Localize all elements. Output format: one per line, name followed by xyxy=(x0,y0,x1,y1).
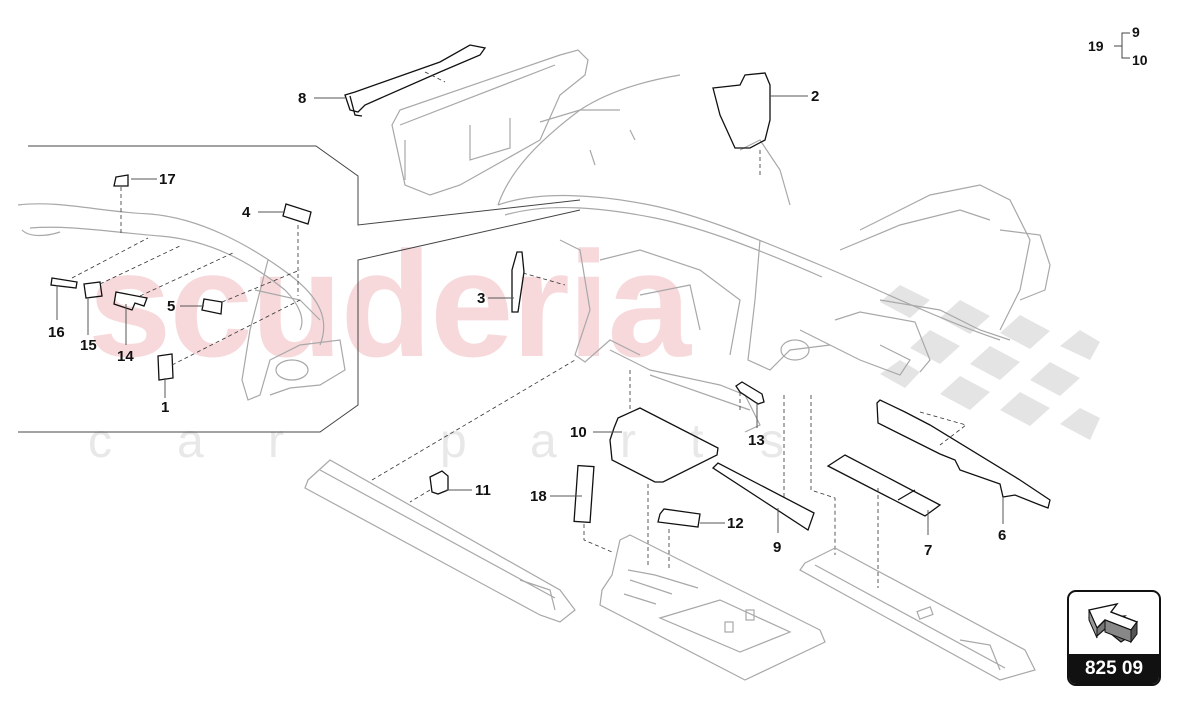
subreference-child[interactable]: 9 xyxy=(1132,24,1140,40)
part-18-strip xyxy=(573,464,595,524)
callout-8[interactable]: 8 xyxy=(298,90,307,107)
diagram-code: 825 09 xyxy=(1069,654,1159,684)
center-floor-panel xyxy=(599,534,826,681)
callout-15[interactable]: 15 xyxy=(80,337,97,354)
callout-3[interactable]: 3 xyxy=(477,290,486,307)
callout-2[interactable]: 2 xyxy=(811,88,820,105)
callout-18[interactable]: 18 xyxy=(530,488,547,505)
callout-16[interactable]: 16 xyxy=(48,324,65,341)
inset-leader-dashes xyxy=(71,187,301,366)
part-9-strip xyxy=(711,462,815,531)
subreference-parent[interactable]: 19 xyxy=(1088,38,1104,54)
callout-1[interactable]: 1 xyxy=(161,399,170,416)
callout-14[interactable]: 14 xyxy=(117,348,134,365)
callout-9[interactable]: 9 xyxy=(773,539,782,556)
detail-inset-frame xyxy=(18,145,581,433)
a-pillar-rail xyxy=(17,203,346,401)
part-11-clip xyxy=(429,470,449,495)
subreference: 19 9 10 xyxy=(1088,24,1158,70)
part-6-strip xyxy=(876,399,1051,509)
callout-12[interactable]: 12 xyxy=(727,515,744,532)
callout-10[interactable]: 10 xyxy=(570,424,587,441)
part-2-pillar-cover xyxy=(712,72,771,149)
main-frame xyxy=(497,74,1051,433)
part-3-bracket xyxy=(511,251,525,313)
diagram-reference-badge[interactable]: 825 09 xyxy=(1067,590,1161,686)
callout-5[interactable]: 5 xyxy=(167,298,176,315)
leader-lines xyxy=(56,95,1004,535)
callout-6[interactable]: 6 xyxy=(998,527,1007,544)
part-12-strip xyxy=(657,508,701,528)
subreference-bracket xyxy=(1114,32,1130,59)
callout-13[interactable]: 13 xyxy=(748,432,765,449)
part-10-panel xyxy=(609,407,719,483)
callout-17[interactable]: 17 xyxy=(159,171,176,188)
callout-4[interactable]: 4 xyxy=(242,204,251,221)
left-sill xyxy=(304,459,576,623)
arrow-back-icon xyxy=(1088,602,1139,644)
callout-11[interactable]: 11 xyxy=(475,482,491,499)
part-7-mat xyxy=(826,454,942,517)
callout-7[interactable]: 7 xyxy=(924,542,933,559)
part-8-crossmember xyxy=(344,44,487,117)
subreference-child[interactable]: 10 xyxy=(1132,52,1148,68)
right-floor-rail xyxy=(799,547,1036,681)
glovebox-tray xyxy=(391,49,589,196)
